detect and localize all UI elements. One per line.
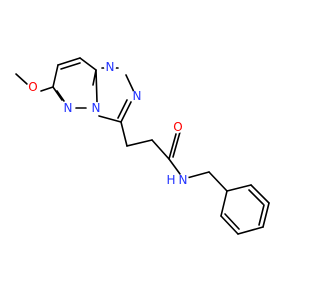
bond bbox=[40, 86, 54, 92]
bond bbox=[95, 69, 98, 103]
bond bbox=[120, 101, 132, 123]
bond bbox=[224, 213, 240, 230]
bond bbox=[52, 86, 63, 101]
atom-n4: N bbox=[62, 101, 74, 115]
bond bbox=[15, 73, 28, 85]
bond bbox=[120, 121, 128, 147]
bond-layer bbox=[15, 57, 270, 235]
atom-o-carbonyl: O bbox=[172, 120, 184, 134]
bond bbox=[237, 226, 264, 235]
molecule-diagram: N N N N O O N bbox=[15, 57, 270, 235]
atom-label: N bbox=[64, 101, 73, 115]
bond bbox=[172, 131, 181, 158]
bond bbox=[126, 139, 153, 147]
bond bbox=[186, 171, 210, 179]
bond bbox=[220, 215, 239, 235]
atom-n-amide: N bbox=[177, 173, 189, 187]
bond bbox=[52, 64, 59, 88]
bond bbox=[92, 69, 97, 86]
atom-label: O bbox=[173, 120, 182, 134]
bond bbox=[60, 62, 81, 70]
bond bbox=[57, 57, 81, 66]
bond bbox=[168, 133, 177, 160]
atom-label: N bbox=[133, 89, 142, 103]
atom-n3: N bbox=[90, 101, 102, 115]
bond bbox=[151, 139, 170, 160]
bond bbox=[168, 158, 181, 175]
bond bbox=[98, 115, 122, 123]
bond bbox=[258, 204, 265, 226]
bond bbox=[226, 184, 252, 192]
atom-label: N bbox=[106, 60, 115, 74]
atom-layer: N N N N O O N bbox=[27, 60, 189, 187]
bond bbox=[117, 99, 128, 119]
atom-label: O bbox=[28, 80, 37, 94]
atom-n1: N bbox=[104, 60, 116, 74]
atom-label: N bbox=[92, 101, 101, 115]
bond bbox=[125, 74, 135, 93]
bond bbox=[248, 189, 264, 205]
atom-o-methoxy: O bbox=[27, 80, 39, 94]
bond bbox=[56, 90, 65, 102]
atom-label: H bbox=[166, 173, 175, 187]
bond bbox=[250, 184, 270, 204]
atom-label: N bbox=[179, 173, 188, 187]
bond bbox=[262, 202, 270, 228]
bond bbox=[208, 171, 228, 192]
atom-n2: N bbox=[131, 89, 143, 103]
bond bbox=[220, 190, 228, 217]
atom-h-amide: H bbox=[166, 173, 175, 187]
bond bbox=[79, 57, 97, 71]
molecule-canvas: N N N N O O N bbox=[15, 57, 270, 235]
